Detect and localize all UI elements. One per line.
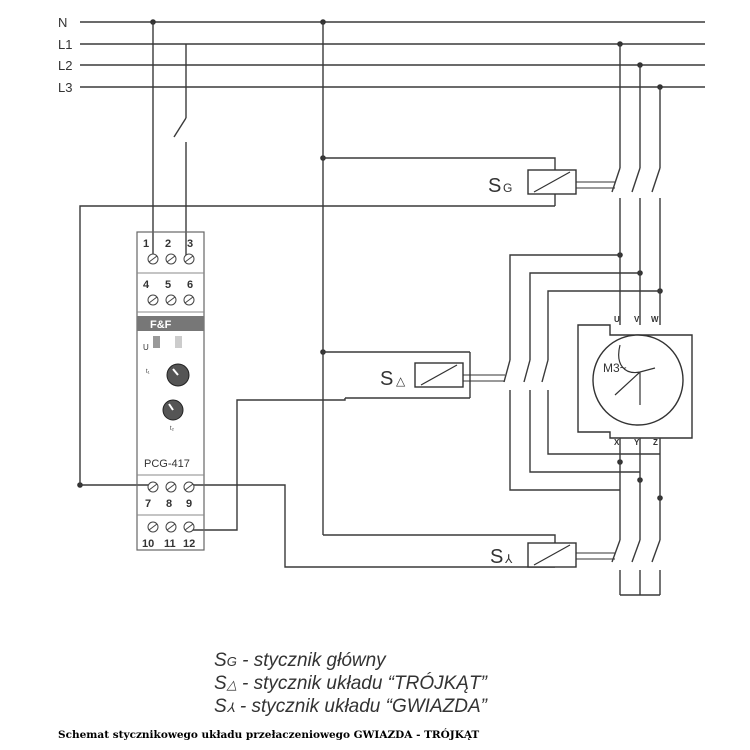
terminal-7-label: 7	[145, 498, 151, 510]
terminal-8-label: 8	[166, 498, 172, 510]
line-label-l2: L2	[58, 58, 72, 73]
diagram-caption: Schemat stycznikowego układu przełaczeni…	[58, 729, 480, 741]
terminal-10-label: 10	[142, 538, 154, 550]
sg-symbol: S	[488, 175, 501, 197]
motor: U V W M3~ X Y Z	[577, 315, 693, 540]
legend-symbol: S	[214, 673, 227, 694]
legend-subscript: ⅄	[226, 700, 235, 715]
legend-item-delta: S△ - stycznik układu “TRÓJKĄT”	[214, 673, 487, 695]
relay-model: PCG-417	[144, 458, 190, 470]
sy-symbol: S	[490, 546, 503, 568]
contactor-delta: S △	[323, 351, 505, 399]
terminal-x-label: X	[614, 438, 620, 447]
terminal-2-label: 2	[165, 238, 171, 250]
legend-item-star: S⅄ - stycznik układu “GWIAZDA”	[214, 696, 487, 718]
t2-label: t₂	[170, 426, 175, 432]
terminal-z-label: Z	[653, 438, 658, 447]
legend-symbol: S	[214, 650, 227, 671]
terminal-11-label: 11	[164, 538, 176, 550]
junction-dots	[77, 19, 663, 501]
line-label-l1: L1	[58, 37, 72, 52]
time-relay: 1 2 3 4 5 6 F&F U t₁ t₂ PCG-417 7 8 9	[136, 231, 205, 551]
main-contacts	[611, 44, 661, 325]
terminal-6-label: 6	[187, 279, 193, 291]
terminal-4-label: 4	[143, 279, 150, 291]
legend-symbol: S	[214, 696, 227, 717]
supply-lines: N L1 L2 L3	[58, 15, 705, 95]
line-label-n: N	[58, 15, 67, 30]
legend-subscript: △	[226, 677, 237, 692]
legend-text: - stycznik układu “TRÓJKĄT”	[236, 673, 487, 694]
sg-subscript: G	[503, 181, 512, 195]
terminal-w-label: W	[651, 315, 659, 324]
legend-item-main: SG - stycznik główny	[214, 650, 386, 672]
sd-subscript: △	[396, 374, 406, 388]
terminal-3-label: 3	[187, 238, 193, 250]
legend-text: - stycznik główny	[236, 650, 386, 671]
contactor-star: S ⅄	[323, 534, 615, 568]
brand-logo: F&F	[150, 319, 172, 331]
terminal-12-label: 12	[183, 538, 195, 550]
relay-wiring	[79, 22, 555, 568]
terminal-9-label: 9	[186, 498, 192, 510]
star-contacts	[611, 539, 661, 596]
terminal-5-label: 5	[165, 279, 171, 291]
delta-wiring	[503, 254, 660, 491]
terminal-v-label: V	[634, 315, 640, 324]
sy-subscript: ⅄	[504, 552, 513, 566]
voltage-label: U	[143, 343, 149, 352]
contactor-main: S G	[323, 157, 615, 206]
sd-symbol: S	[380, 368, 393, 390]
terminal-u-label: U	[614, 315, 620, 324]
t1-label: t₁	[146, 369, 150, 375]
terminal-y-label: Y	[634, 438, 640, 447]
terminal-1-label: 1	[143, 238, 149, 250]
legend-subscript: G	[226, 654, 237, 669]
line-label-l3: L3	[58, 80, 72, 95]
legend-text: - stycznik układu “GWIAZDA”	[234, 696, 487, 717]
